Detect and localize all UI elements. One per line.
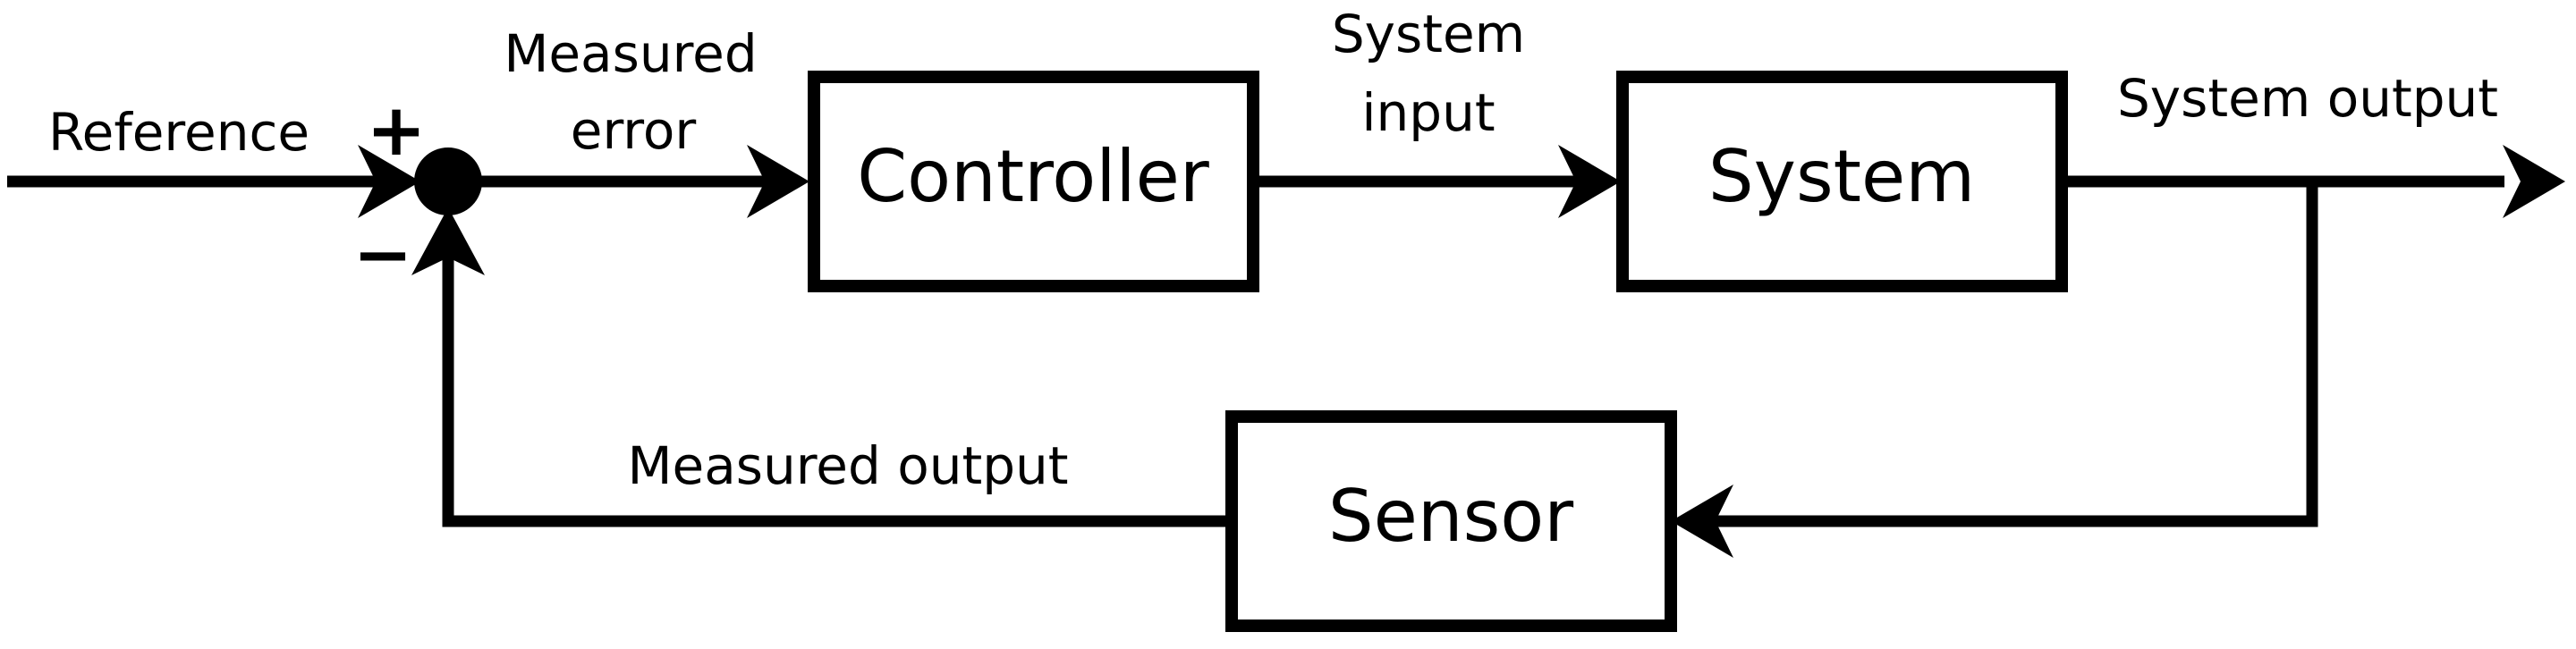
measured-output-label: Measured output: [627, 435, 1068, 496]
system-input-label-line2: input: [1361, 82, 1495, 143]
measured-output-line: [442, 241, 1230, 527]
sensor-input-arrowhead: [1671, 485, 1733, 558]
controller-label: Controller: [857, 135, 1209, 218]
system-output-arrowhead: [2503, 145, 2565, 218]
system-output-label: System output: [2117, 68, 2498, 129]
measured-error-label-line1: Measured: [504, 23, 757, 84]
system-input-arrowhead: [1558, 145, 1621, 218]
controller-input-arrowhead: [747, 145, 809, 218]
plus-sign: +: [366, 88, 426, 172]
summing-junction: [414, 148, 482, 215]
sensor-block: Sensor: [1225, 410, 1677, 632]
sensor-label: Sensor: [1328, 475, 1573, 558]
reference-arrowhead: [358, 145, 420, 218]
minus-sign: −: [352, 213, 412, 296]
feedback-branch-line: [1690, 181, 2318, 527]
system-input-label-line1: System: [1332, 4, 1525, 64]
system-block: System: [1616, 71, 2068, 292]
system-label: System: [1708, 135, 1975, 218]
reference-label: Reference: [48, 102, 309, 163]
controller-block: Controller: [808, 71, 1259, 292]
feedback-arrowhead: [411, 207, 485, 275]
measured-error-label-line2: error: [571, 100, 697, 161]
